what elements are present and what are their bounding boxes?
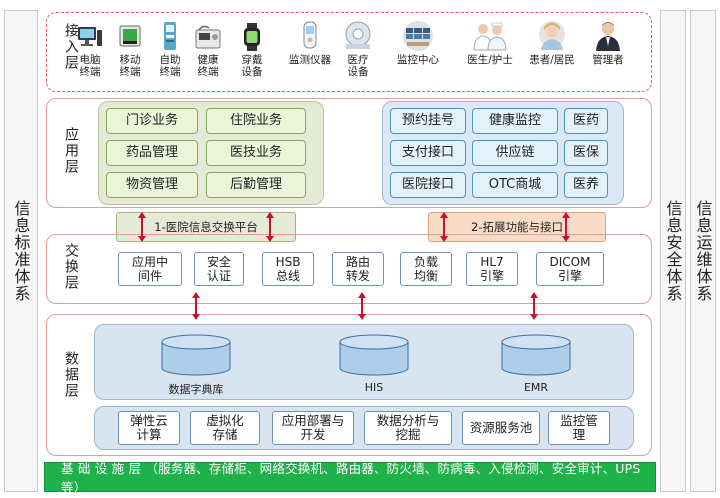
terminal-label: 管理者 xyxy=(592,54,624,66)
access-layer: 接入层 xyxy=(46,12,652,92)
info-security-column: 信息安全体系 xyxy=(660,10,686,492)
terminal-label: 电脑 终端 xyxy=(79,54,101,78)
health-device-icon xyxy=(178,20,238,52)
desktop-computer-icon xyxy=(60,20,120,52)
manager-icon xyxy=(578,20,638,52)
exchange-item[interactable]: 负载 均衡 xyxy=(400,252,452,286)
terminal-monitor-instrument[interactable]: 监测仪器 xyxy=(280,20,340,66)
extended-interface-bar: 2-拓展功能与接口 xyxy=(428,212,606,242)
hospital-exchange-platform-label: 1-医院信息交换平台 xyxy=(154,220,258,234)
database-label: EMR xyxy=(523,381,549,394)
data-capability[interactable]: 数据分析与 挖掘 xyxy=(364,411,452,445)
terminal-label: 患者/居民 xyxy=(529,54,575,66)
service-payment-api[interactable]: 支付接口 xyxy=(390,140,466,166)
access-layer-title: 接入层 xyxy=(63,23,79,71)
patient-icon xyxy=(522,20,582,52)
service-medical-tech[interactable]: 医技业务 xyxy=(206,140,306,166)
terminal-control-center[interactable]: 监控中心 xyxy=(388,20,448,66)
exchange-item[interactable]: 路由 转发 xyxy=(332,252,384,286)
service-drug-management[interactable]: 药品管理 xyxy=(106,140,198,166)
info-ops-label: 信息运维体系 xyxy=(693,200,713,302)
service-inpatient[interactable]: 住院业务 xyxy=(206,108,306,134)
kiosk-icon xyxy=(140,20,200,52)
terminal-health-device[interactable]: 健康 终端 xyxy=(178,20,238,78)
exchange-item[interactable]: 安全 认证 xyxy=(194,252,244,286)
data-capability[interactable]: 弹性云 计算 xyxy=(118,411,180,445)
service-logistics[interactable]: 后勤管理 xyxy=(206,172,306,198)
terminal-label: 监测仪器 xyxy=(289,54,331,66)
doctor-nurse-icon xyxy=(455,20,525,52)
data-capability[interactable]: 监控管 理 xyxy=(548,411,610,445)
terminal-label: 移动 终端 xyxy=(119,54,141,78)
service-insurance[interactable]: 医保 xyxy=(564,140,608,166)
info-standard-label: 信息标准体系 xyxy=(11,200,31,302)
terminal-label: 医生/护士 xyxy=(467,54,513,66)
service-health-monitor[interactable]: 健康监控 xyxy=(472,108,558,134)
monitor-instrument-icon xyxy=(280,20,340,52)
service-pharmacy[interactable]: 医药 xyxy=(564,108,608,134)
control-center-icon xyxy=(388,20,448,52)
terminal-mobile-terminal[interactable]: 移动 终端 xyxy=(100,20,160,78)
terminal-kiosk[interactable]: 自助 终端 xyxy=(140,20,200,78)
database-cylinder-icon xyxy=(501,334,571,376)
info-ops-column: 信息运维体系 xyxy=(690,10,716,492)
terminal-label: 健康 终端 xyxy=(197,54,219,78)
service-materials[interactable]: 物资管理 xyxy=(106,172,198,198)
terminal-label: 穿戴 设备 xyxy=(241,54,263,78)
info-security-label: 信息安全体系 xyxy=(663,200,683,302)
database-label: 数据字典库 xyxy=(168,383,224,396)
exchange-item[interactable]: HL7 引擎 xyxy=(466,252,518,286)
exchange-layer-title: 交换层 xyxy=(63,243,79,291)
service-supply-chain[interactable]: 供应链 xyxy=(472,140,558,166)
data-capability[interactable]: 资源服务池 xyxy=(462,411,540,445)
application-layer-title: 应用层 xyxy=(63,127,79,175)
terminal-manager[interactable]: 管理者 xyxy=(578,20,638,66)
database-cylinder-icon xyxy=(161,334,231,376)
terminal-label: 监控中心 xyxy=(397,54,439,66)
terminal-smartwatch[interactable]: 穿戴 设备 xyxy=(222,20,282,78)
terminal-patient[interactable]: 患者/居民 xyxy=(522,20,582,66)
data-layer: 数据层 xyxy=(46,314,652,456)
service-elder-care[interactable]: 医养 xyxy=(564,172,608,198)
medical-scanner-icon xyxy=(328,20,388,52)
terminal-doctor-nurse[interactable]: 医生/护士 xyxy=(455,20,525,66)
data-capability[interactable]: 应用部署与 开发 xyxy=(272,411,354,445)
exchange-item[interactable]: HSB 总线 xyxy=(262,252,314,286)
terminal-label: 医疗 设备 xyxy=(347,54,369,78)
terminal-medical-scanner[interactable]: 医疗 设备 xyxy=(328,20,388,78)
exchange-item[interactable]: DICOM 引擎 xyxy=(536,252,604,286)
extended-interface-label: 2-拓展功能与接口 xyxy=(471,220,563,234)
info-standard-column: 信息标准体系 xyxy=(4,10,38,492)
service-outpatient[interactable]: 门诊业务 xyxy=(106,108,198,134)
smartwatch-icon xyxy=(222,20,282,52)
data-capability[interactable]: 虚拟化 存储 xyxy=(190,411,260,445)
terminal-label: 自助 终端 xyxy=(159,54,181,78)
mobile-terminal-icon xyxy=(100,20,160,52)
service-appointment[interactable]: 预约挂号 xyxy=(390,108,466,134)
service-hospital-api[interactable]: 医院接口 xyxy=(390,172,466,198)
exchange-layer: 交换层 xyxy=(46,234,652,304)
exchange-item[interactable]: 应用中 间件 xyxy=(118,252,182,286)
database-label: HIS xyxy=(364,381,384,394)
service-otc-mall[interactable]: OTC商城 xyxy=(472,172,558,198)
database-cylinder-icon xyxy=(339,334,409,376)
application-layer: 应用层 xyxy=(46,98,652,208)
infrastructure-layer: 基 础 设 施 层 （服务器、存储柜、网络交换机、路由器、防火墙、防病毒、入侵检… xyxy=(44,461,656,495)
terminal-desktop-computer[interactable]: 电脑 终端 xyxy=(60,20,120,78)
data-layer-title: 数据层 xyxy=(63,351,79,399)
